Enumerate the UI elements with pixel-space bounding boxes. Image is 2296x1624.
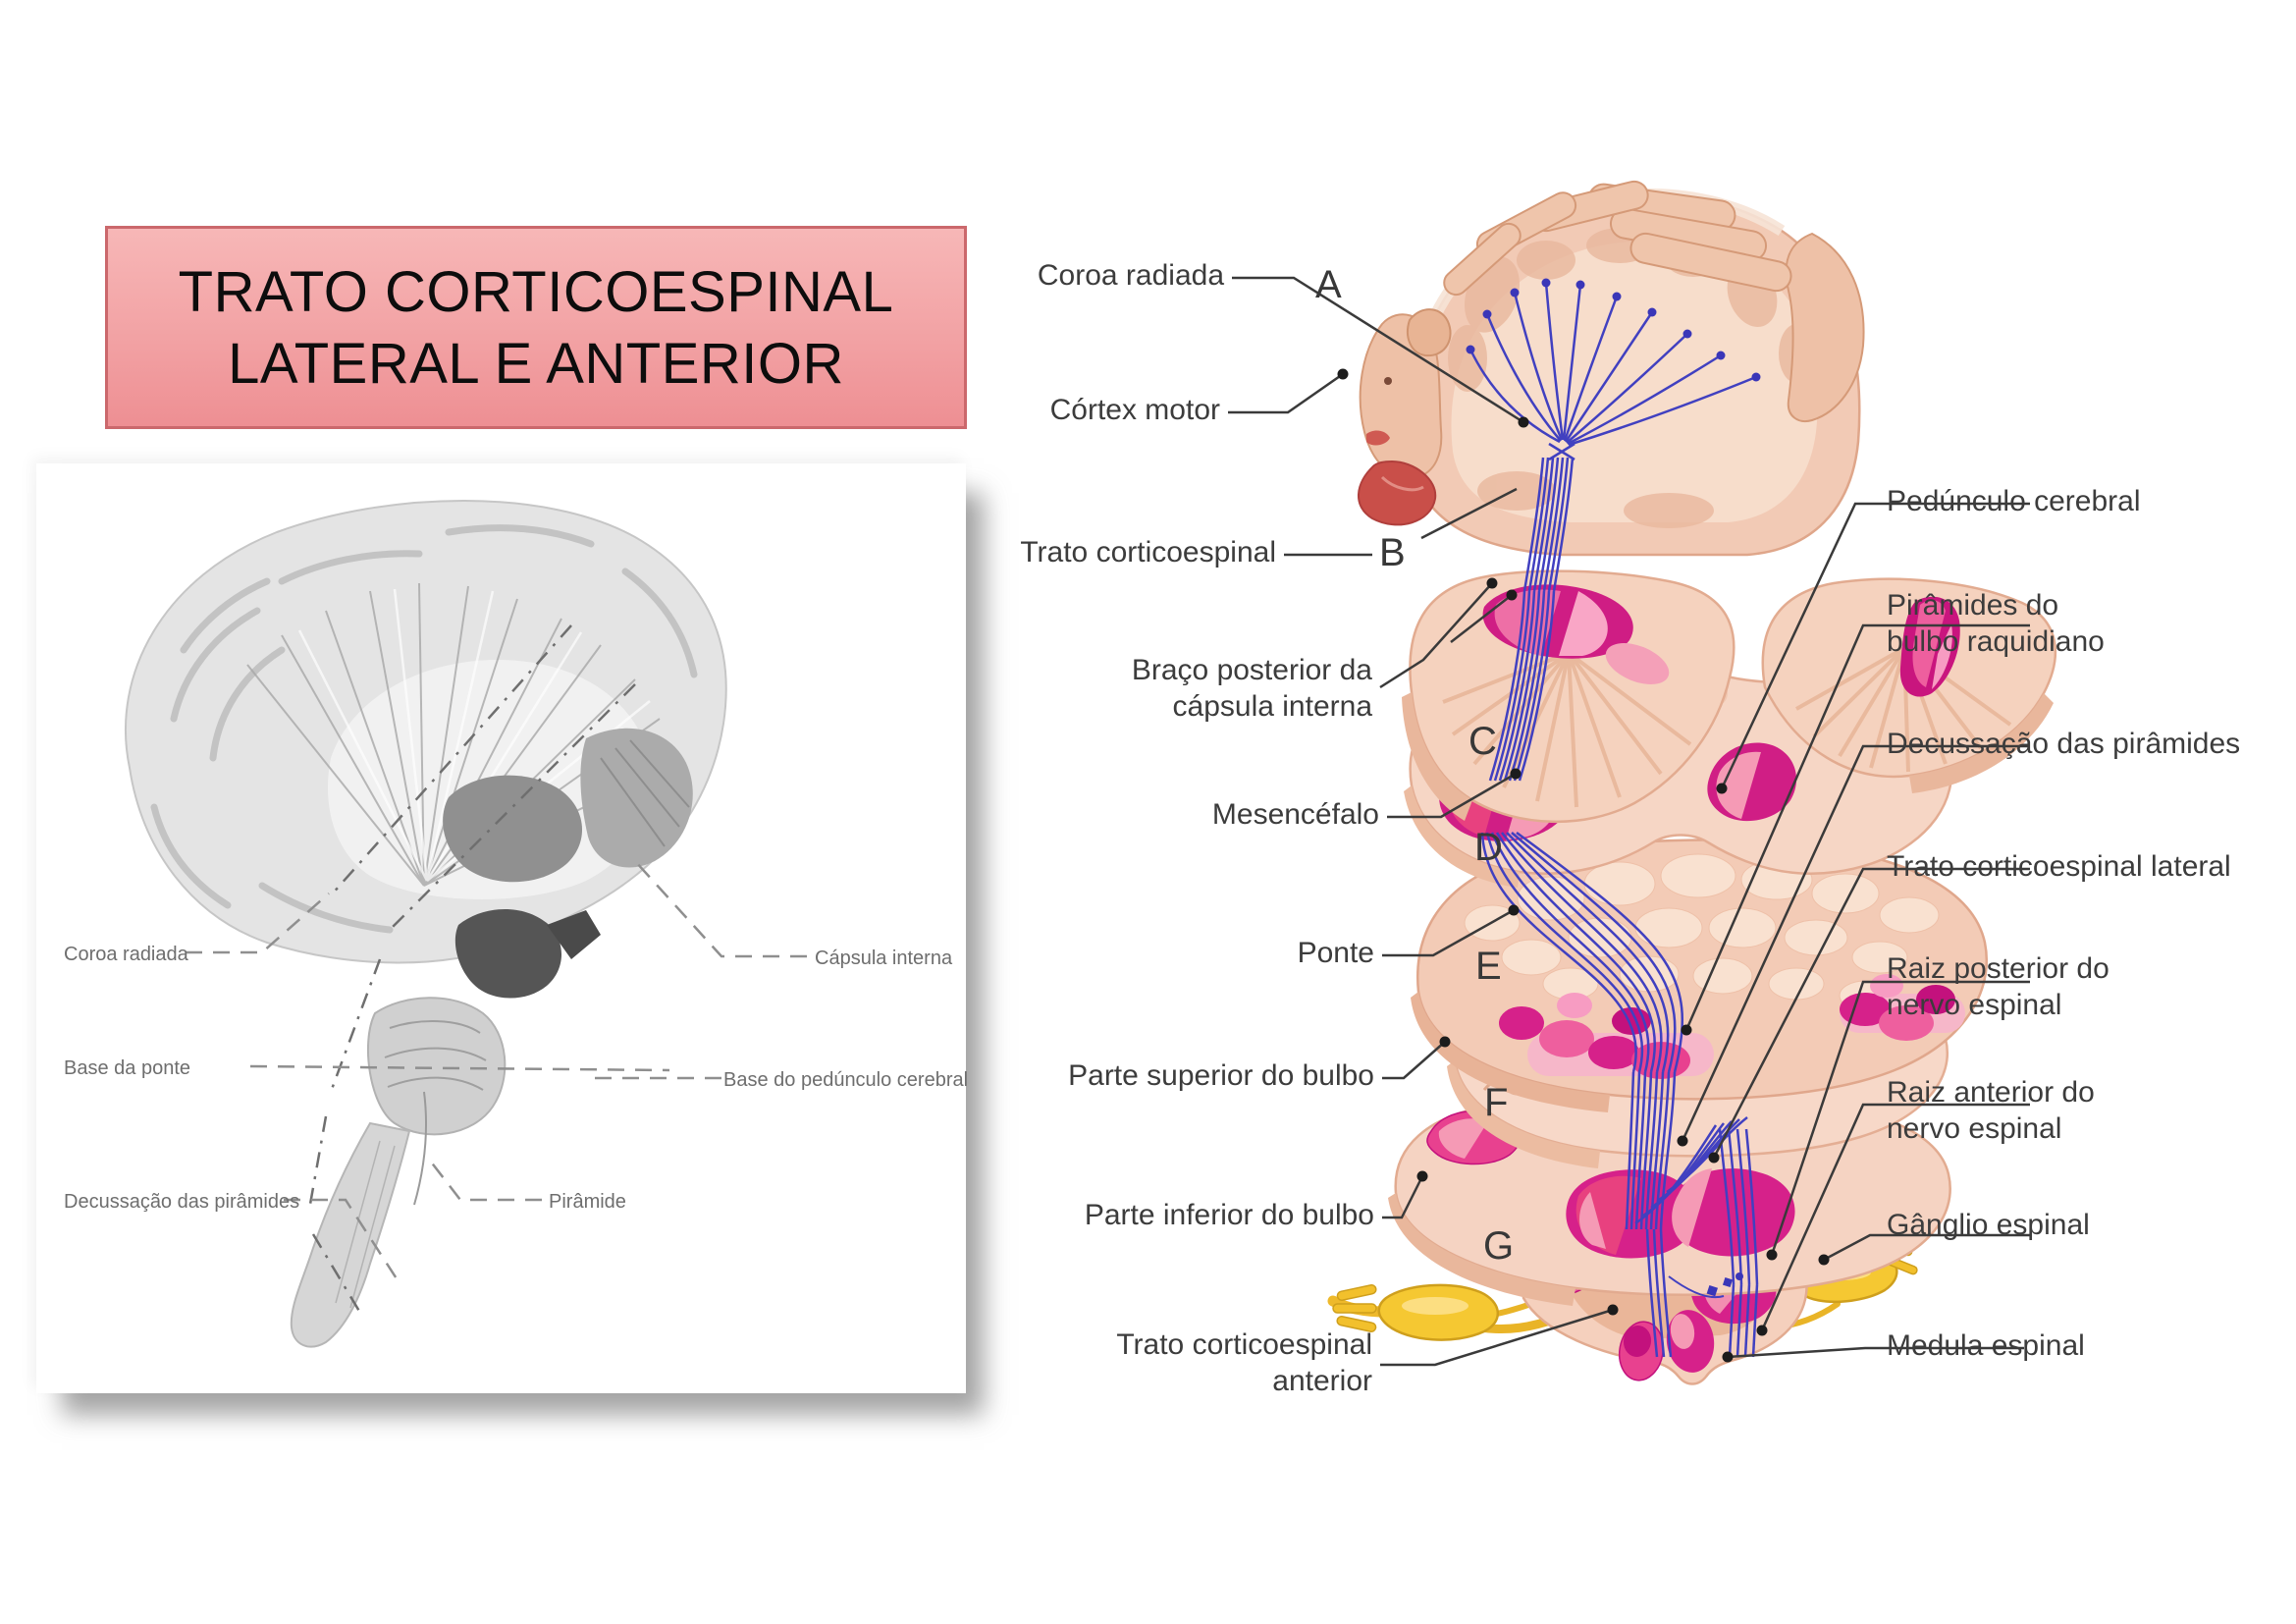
slice-rim xyxy=(1402,692,1472,821)
label-capsula-interna: Cápsula interna xyxy=(815,947,953,969)
left-spinal-nerve xyxy=(1327,1283,1564,1341)
section-letter-d: D xyxy=(1474,826,1503,869)
label-parte-inferior: Parte inferior do bulbo xyxy=(1084,1199,1374,1231)
occipital-patch xyxy=(580,728,693,868)
medulla-streaks xyxy=(335,1140,396,1309)
label-trato-corticoespinal: Trato corticoespinal xyxy=(1020,536,1276,568)
corticospinal-fibers xyxy=(1468,282,1759,1358)
hand-fingers xyxy=(1443,180,1792,297)
pons xyxy=(366,997,507,1136)
label-parte-superior: Parte superior do bulbo xyxy=(1068,1059,1374,1092)
label-decussacao-left: Decussação das pirâmides xyxy=(64,1191,300,1213)
medulla xyxy=(290,1121,411,1348)
label-leader-dashes xyxy=(186,860,807,1287)
brain-dissection-figure: Coroa radiada Cápsula interna Base da po… xyxy=(36,463,969,1393)
leader-dots xyxy=(1337,368,1830,1363)
slice-rim xyxy=(1909,693,2054,793)
tract-dash-lines xyxy=(307,624,636,1314)
homunculus-figure xyxy=(1358,180,1865,526)
slice-rim xyxy=(1411,992,1610,1112)
brain-slice-b-right xyxy=(1761,577,2057,793)
section-letter-b: B xyxy=(1379,531,1406,574)
section-letter-e: E xyxy=(1475,945,1502,988)
slice-rim xyxy=(1388,1193,1575,1306)
label-pedunculo-cerebral: Pedúnculo cerebral xyxy=(1887,485,2141,517)
label-decussacao: Decussação das pirâmides xyxy=(1887,728,2241,760)
slice-rim xyxy=(1447,1060,1600,1168)
arm xyxy=(1785,232,1865,422)
cortex-section-a xyxy=(1358,180,1865,557)
section-letter-f: F xyxy=(1484,1081,1509,1124)
title-line-2: LATERAL E ANTERIOR xyxy=(228,331,844,396)
brain-dissection-art xyxy=(125,500,807,1348)
label-cortex-motor: Córtex motor xyxy=(1049,394,1220,426)
label-trato-anterior: Trato corticoespinal anterior xyxy=(1116,1328,1372,1397)
fiber-endpoint-dots xyxy=(1466,278,1761,1297)
label-medula-espinal: Medula espinal xyxy=(1887,1329,2085,1362)
pons-streaks xyxy=(384,1020,487,1091)
label-piramides-do-bulbo: Pirâmides do bulbo raquidiano xyxy=(1887,589,2105,658)
leader-lines xyxy=(1228,276,2030,1367)
ear xyxy=(1407,308,1452,357)
brainstem xyxy=(290,908,601,1348)
cerebrum-sagittal xyxy=(125,500,727,964)
label-coroa-radiada: Coroa radiada xyxy=(1037,259,1224,292)
label-raiz-posterior: Raiz posterior do nervo espinal xyxy=(1887,952,2109,1021)
label-base-da-ponte: Base da ponte xyxy=(64,1057,190,1079)
title-box: TRATO CORTICOESPINAL LATERAL E ANTERIOR xyxy=(105,226,967,429)
tongue xyxy=(1358,460,1437,526)
thalamus-region xyxy=(443,775,583,883)
label-trato-lateral: Trato corticoespinal lateral xyxy=(1887,850,2231,883)
label-ganglio-espinal: Gânglio espinal xyxy=(1887,1209,2090,1241)
midbrain-dark xyxy=(454,908,561,999)
section-letter-g: G xyxy=(1483,1224,1515,1268)
gyri-texture xyxy=(150,524,698,934)
label-raiz-anterior: Raiz anterior do nervo espinal xyxy=(1887,1076,2095,1145)
occipital-streaks xyxy=(600,739,690,847)
brain-slice-b-left xyxy=(1402,569,1735,823)
internal-capsule-right xyxy=(1899,596,1960,697)
d-tract-areas xyxy=(1499,974,1965,1079)
lips xyxy=(1366,430,1390,446)
section-letter-a: A xyxy=(1315,263,1342,306)
pyramid-bulge-line xyxy=(413,1091,427,1206)
tectum-spike xyxy=(547,910,601,959)
label-braco-posterior: Braço posterior da cápsula interna xyxy=(1131,654,1372,723)
label-ponte: Ponte xyxy=(1297,937,1374,969)
slice-rim xyxy=(1404,785,1520,888)
label-base-do-pedunculo: Base do pedúnculo cerebral xyxy=(723,1069,969,1091)
label-coroa-radiada-left: Coroa radiada xyxy=(64,944,188,965)
eye xyxy=(1384,377,1392,385)
label-mesencefalo: Mesencéfalo xyxy=(1211,798,1379,831)
label-piramide: Pirâmide xyxy=(549,1191,626,1213)
title-line-1: TRATO CORTICOESPINAL xyxy=(178,259,894,324)
section-letter-c: C xyxy=(1468,720,1497,763)
